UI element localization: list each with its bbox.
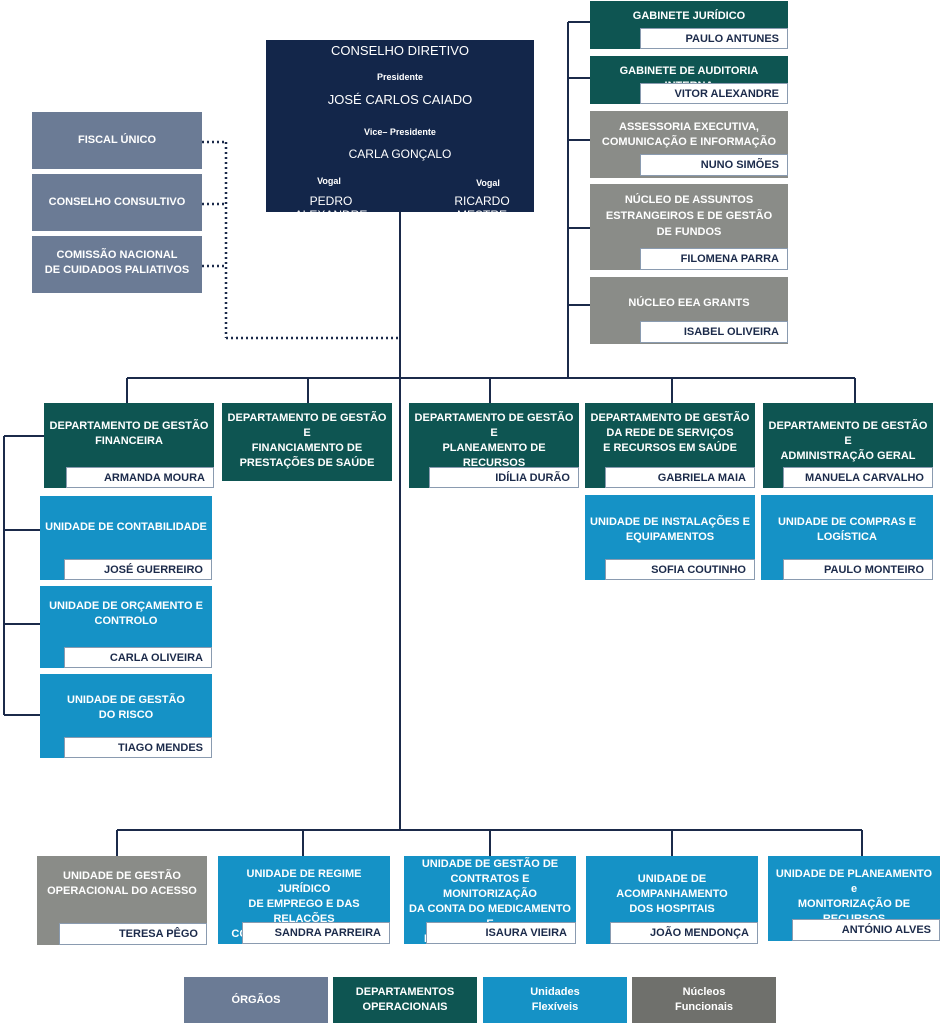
gabinete-person: VITOR ALEXANDRE (640, 83, 788, 104)
gabinete-person: PAULO ANTUNES (640, 28, 788, 49)
unidade-person: TIAGO MENDES (64, 737, 212, 758)
legend-departamentos: DEPARTAMENTOS OPERACIONAIS (333, 977, 477, 1023)
departamento-person: GABRIELA MAIA (605, 467, 755, 488)
nucleo-assuntos-estrangeiros: NÚCLEO DE ASSUNTOS ESTRANGEIROS E DE GES… (590, 184, 788, 270)
orgao-fiscal-unico: FISCAL ÚNICO (32, 112, 202, 169)
departamento-gestao-financeira: DEPARTAMENTO DE GESTÃO FINANCEIRA ARMAND… (44, 403, 214, 488)
unidade-title: UNIDADE DE ACOMPANHAMENTO DOS HOSPITAIS (616, 873, 728, 915)
vogal1-role: Vogal (317, 176, 341, 186)
conselho-diretivo-box: CONSELHO DIRETIVO Presidente JOSÉ CARLOS… (266, 40, 534, 222)
legend-unidades: Unidades Flexíveis (483, 977, 627, 1023)
assessoria-executiva: ASSESSORIA EXECUTIVA, COMUNICAÇÃO E INFO… (590, 111, 788, 178)
departamento-person: ARMANDA MOURA (66, 467, 214, 488)
unidade-title: UNIDADE DE ORÇAMENTO E CONTROLO (49, 600, 203, 627)
departamento-person: IDÍLIA DURÃO (429, 467, 579, 488)
legend-nucleos: Núcleos Funcionais (632, 977, 776, 1023)
unidade-person: CARLA OLIVEIRA (64, 647, 212, 668)
vogal2-role: Vogal (476, 178, 500, 188)
unidade-compras-logistica: UNIDADE DE COMPRAS E LOGÍSTICA PAULO MON… (761, 495, 933, 580)
president-role: Presidente (376, 72, 424, 82)
legend-orgaos: ÓRGÃOS (184, 977, 328, 1023)
unidade-person: JOSÉ GUERREIRO (64, 559, 212, 580)
orgao-comissao-nacional: COMISSÃO NACIONAL DE CUIDADOS PALIATIVOS (32, 236, 202, 293)
gabinete-person: FILOMENA PARRA (640, 248, 788, 270)
nucleo-eea-grants: NÚCLEO EEA GRANTS ISABEL OLIVEIRA (590, 277, 788, 344)
unidade-gestao-risco: UNIDADE DE GESTÃO DO RISCO TIAGO MENDES (40, 674, 212, 758)
gabinete-person: NUNO SIMÕES (640, 154, 788, 176)
unidade-gestao-operacional-acesso: UNIDADE DE GESTÃO OPERACIONAL DO ACESSO … (37, 856, 207, 945)
vogal1-name: PEDRO ALEXANDRE (294, 194, 368, 222)
orgao-title: FISCAL ÚNICO (77, 134, 157, 146)
gabinete-title: GABINETE JURÍDICO (632, 10, 746, 22)
unidade-person: JOÃO MENDONÇA (610, 922, 758, 944)
unidade-instalacoes-equipamentos: UNIDADE DE INSTALAÇÕES E EQUIPAMENTOS SO… (585, 495, 755, 580)
unidade-person: TERESA PÊGO (59, 923, 207, 945)
unidade-regime-juridico: UNIDADE DE REGIME JURÍDICO DE EMPREGO E … (218, 856, 390, 944)
gabinete-title: NÚCLEO EEA GRANTS (628, 297, 750, 309)
departamento-financiamento-prestacoes: DEPARTAMENTO DE GESTÃO E FINANCIAMENTO D… (222, 403, 392, 481)
unidade-person: PAULO MONTEIRO (783, 559, 933, 580)
departamento-title: DEPARTAMENTO DE GESTÃO DA REDE DE SERVIÇ… (590, 412, 750, 454)
gabinete-title: ASSESSORIA EXECUTIVA, COMUNICAÇÃO E INFO… (601, 121, 777, 148)
conselho-title: CONSELHO DIRETIVO (331, 43, 469, 58)
vice-president-role: Vice– Presidente (364, 127, 436, 137)
departamento-administracao-geral: DEPARTAMENTO DE GESTÃO E ADMINISTRAÇÃO G… (763, 403, 933, 488)
unidade-person: ISAURA VIEIRA (426, 922, 576, 944)
departamento-title: DEPARTAMENTO DE GESTÃO E FINANCIAMENTO D… (227, 412, 387, 469)
vice-president-name: CARLA GONÇALO (348, 147, 452, 161)
vogal2-name: RICARDO MESTRE (454, 194, 510, 222)
unidade-contabilidade: UNIDADE DE CONTABILIDADE JOSÉ GUERREIRO (40, 496, 212, 580)
president-name: JOSÉ CARLOS CAIADO (327, 92, 473, 107)
unidade-person: SOFIA COUTINHO (605, 559, 755, 580)
departamento-person: MANUELA CARVALHO (783, 467, 933, 488)
departamento-title: DEPARTAMENTO DE GESTÃO E ADMINISTRAÇÃO G… (768, 420, 928, 462)
unidade-orcamento-controlo: UNIDADE DE ORÇAMENTO E CONTROLO CARLA OL… (40, 586, 212, 668)
orgao-title: CONSELHO CONSULTIVO (48, 196, 186, 208)
unidade-contratos-medicamento: UNIDADE DE GESTÃO DE CONTRATOS E MONITOR… (404, 856, 576, 945)
unidade-title: UNIDADE DE CONTABILIDADE (45, 521, 207, 533)
orgao-title: COMISSÃO NACIONAL DE CUIDADOS PALIATIVOS (44, 249, 190, 276)
unidade-title: UNIDADE DE GESTÃO OPERACIONAL DO ACESSO (47, 870, 197, 897)
departamento-title: DEPARTAMENTO DE GESTÃO FINANCEIRA (49, 420, 209, 447)
departamento-rede-servicos: DEPARTAMENTO DE GESTÃO DA REDE DE SERVIÇ… (585, 403, 755, 488)
gabinete-title: NÚCLEO DE ASSUNTOS ESTRANGEIROS E DE GES… (605, 194, 773, 238)
unidade-person: ANTÓNIO ALVES (792, 919, 940, 941)
unidade-title: UNIDADE DE COMPRAS E LOGÍSTICA (777, 516, 917, 543)
unidade-title: UNIDADE DE GESTÃO DO RISCO (67, 694, 185, 721)
unidade-acompanhamento-hospitais: UNIDADE DE ACOMPANHAMENTO DOS HOSPITAIS … (586, 856, 758, 944)
gabinete-juridico: GABINETE JURÍDICO PAULO ANTUNES (590, 1, 788, 49)
departamento-recursos-humanos: DEPARTAMENTO DE GESTÃO E PLANEAMENTO DE … (409, 403, 579, 488)
unidade-person: SANDRA PARREIRA (242, 922, 390, 944)
unidade-planeamento-recursos: UNIDADE DE PLANEAMENTO e MONITORIZAÇÃO D… (768, 856, 940, 941)
orgao-conselho-consultivo: CONSELHO CONSULTIVO (32, 174, 202, 231)
gabinete-auditoria: GABINETE DE AUDITORIA INTERNA VITOR ALEX… (590, 56, 788, 104)
unidade-title: UNIDADE DE INSTALAÇÕES E EQUIPAMENTOS (590, 516, 750, 543)
gabinete-person: ISABEL OLIVEIRA (640, 321, 788, 343)
